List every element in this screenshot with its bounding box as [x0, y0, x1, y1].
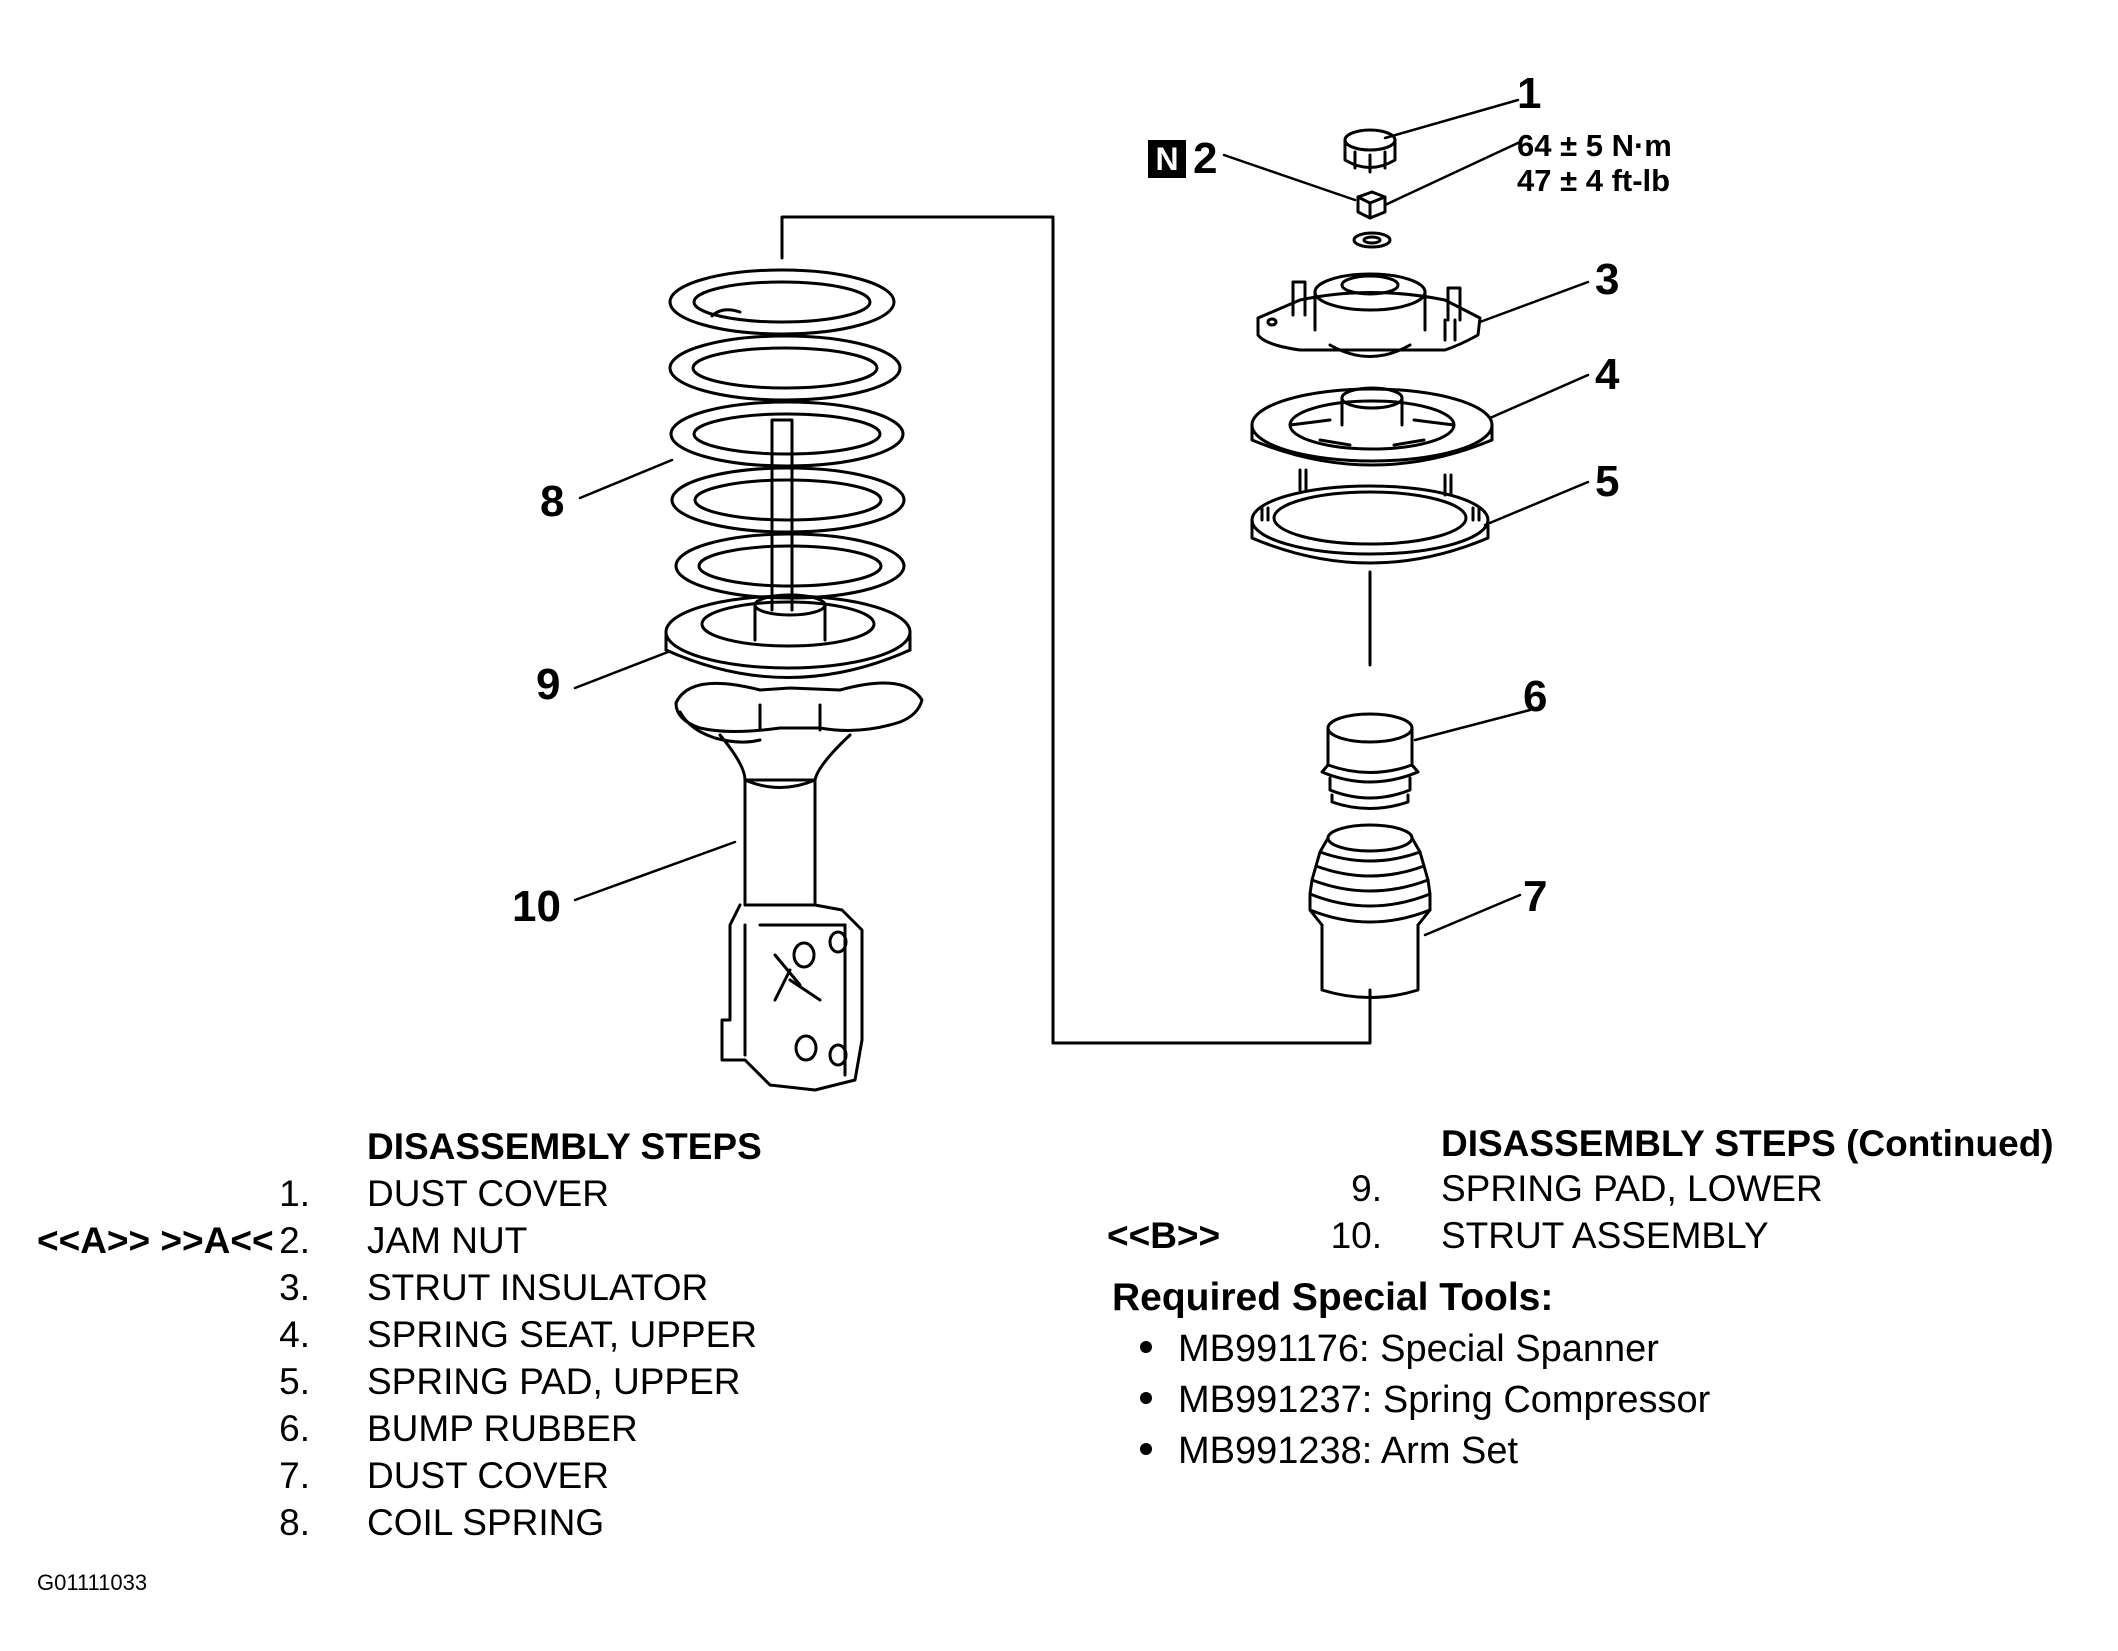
- step-label: STRUT ASSEMBLY: [1441, 1215, 1769, 1256]
- step-number: 1.: [279, 1173, 310, 1214]
- bullet-icon: [1140, 1340, 1152, 1353]
- step-number: 10.: [1330, 1215, 1382, 1256]
- tool-item: MB991238: Arm Set: [1140, 1432, 1518, 1470]
- step-number: 2.: [279, 1220, 310, 1261]
- step-label: COIL SPRING: [367, 1502, 605, 1543]
- strut-insulator: [1256, 272, 1482, 358]
- jam-nut: [1352, 190, 1392, 249]
- dust-cover-cap: [1343, 128, 1397, 174]
- special-tools-heading: Required Special Tools:: [1112, 1276, 1554, 1319]
- callout-6: 6: [1523, 672, 1548, 721]
- step-label: SPRING SEAT, UPPER: [367, 1314, 757, 1355]
- callout-9: 9: [536, 660, 561, 709]
- step-number: 5.: [279, 1361, 310, 1402]
- step-label: SPRING PAD, UPPER: [367, 1361, 741, 1402]
- spring-pad-upper: [1250, 468, 1490, 565]
- callout-7: 7: [1523, 872, 1548, 921]
- step-number: 9.: [1351, 1168, 1382, 1209]
- step-label: JAM NUT: [367, 1220, 528, 1261]
- callout-1: 1: [1517, 69, 1542, 118]
- strut-assembly: [674, 681, 924, 1092]
- bump-rubber: [1320, 712, 1420, 810]
- callout-8: 8: [540, 477, 565, 526]
- step-label: SPRING PAD, LOWER: [1441, 1168, 1823, 1209]
- torque-imperial: 47 ± 4 ft-lb: [1517, 163, 1671, 198]
- step-number: 4.: [279, 1314, 310, 1355]
- callout-10: 10: [512, 882, 561, 931]
- disassembly-steps-heading: DISASSEMBLY STEPS: [367, 1126, 762, 1167]
- coil-spring: [668, 268, 906, 600]
- spring-pad-lower: [664, 593, 912, 679]
- callout-2: 2: [1193, 134, 1218, 183]
- callout-4: 4: [1595, 350, 1620, 399]
- new-part-badge: N: [1148, 140, 1186, 178]
- step-number: 8.: [279, 1502, 310, 1543]
- figure-id: G01111033: [37, 1570, 148, 1595]
- bullet-icon: [1140, 1391, 1152, 1404]
- tool-item: MB991176: Special Spanner: [1140, 1330, 1659, 1368]
- tool-label: MB991176: Special Spanner: [1178, 1328, 1659, 1370]
- step-label: DUST COVER: [367, 1173, 609, 1214]
- disassembly-steps-continued-heading: DISASSEMBLY STEPS (Continued): [1441, 1123, 2054, 1164]
- tool-label: MB991238: Arm Set: [1178, 1430, 1519, 1472]
- tool-item: MB991237: Spring Compressor: [1140, 1381, 1710, 1419]
- bullet-icon: [1140, 1442, 1152, 1455]
- step-number: 3.: [279, 1267, 310, 1308]
- piston-rod: [770, 418, 794, 612]
- assembly-bracket-line: [780, 215, 1372, 1045]
- step-label: DUST COVER: [367, 1455, 609, 1496]
- step-number: 6.: [279, 1408, 310, 1449]
- dust-cover-boot: [1308, 823, 1432, 999]
- leader-lines: [573, 98, 1590, 937]
- step-reference-marks: <<A>> >>A<<: [37, 1220, 274, 1261]
- tool-label: MB991237: Spring Compressor: [1178, 1379, 1711, 1421]
- step-number: 7.: [279, 1455, 310, 1496]
- spring-seat-upper: [1250, 386, 1494, 467]
- callout-5: 5: [1595, 457, 1620, 506]
- step-reference-marks: <<B>>: [1107, 1215, 1221, 1256]
- torque-metric: 64 ± 5 N·m: [1517, 128, 1672, 163]
- step-label: BUMP RUBBER: [367, 1408, 638, 1449]
- step-label: STRUT INSULATOR: [367, 1267, 709, 1308]
- callout-3: 3: [1595, 255, 1620, 304]
